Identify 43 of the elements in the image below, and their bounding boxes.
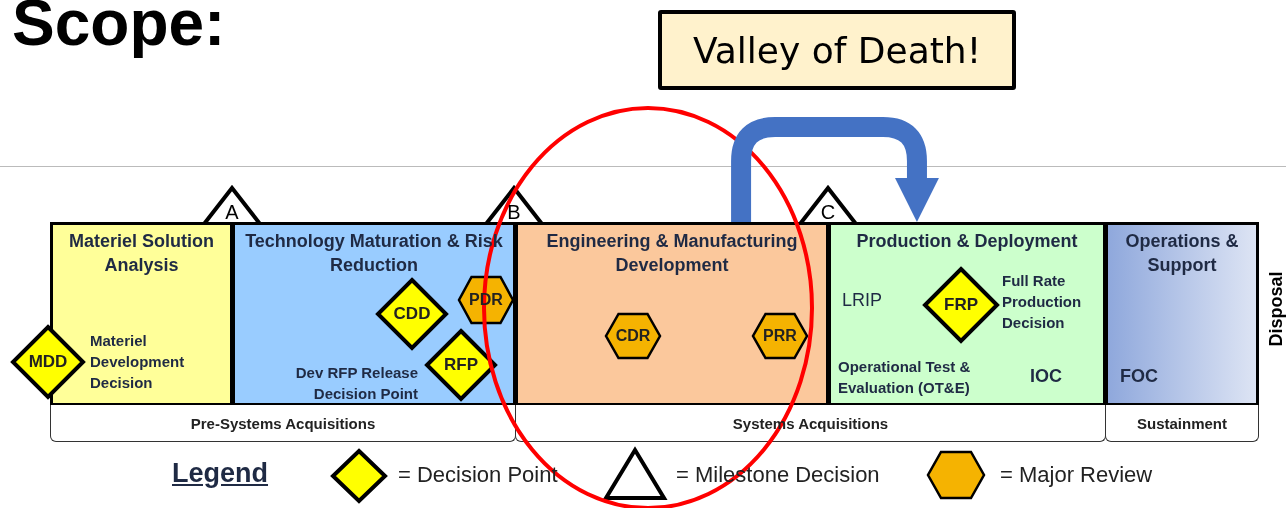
stage-label: Pre-Systems Acquisitions — [190, 414, 376, 432]
decision-label: MDD — [28, 352, 68, 372]
decision-diamond — [375, 277, 449, 351]
decision-label: FRP — [944, 295, 978, 315]
review-label: CDR — [615, 327, 651, 345]
phase-title: Materiel Solution Analysis — [68, 230, 215, 277]
title: Scope: — [12, 0, 226, 60]
stage-band — [1105, 405, 1259, 442]
milestone-text: IOC — [1030, 366, 1063, 388]
rotated-label: Disposal — [1266, 270, 1286, 349]
decision-caption: Dev RFP Release Decision Point — [294, 363, 418, 404]
review-label: PRR — [763, 327, 797, 345]
stage-band — [50, 405, 516, 442]
decision-label: RFP — [444, 355, 478, 375]
milestone-letter: B — [507, 200, 521, 224]
curved-arrow — [731, 117, 939, 222]
legend-text: = Major Review — [1000, 462, 1153, 488]
decision-diamond — [10, 324, 86, 400]
milestone-text: FOC — [1120, 366, 1159, 388]
phase-title: Engineering & Manufacturing Development — [545, 230, 799, 277]
review-hexagon — [604, 312, 662, 360]
stage-band — [515, 405, 1106, 442]
decision-caption: Full Rate Production Decision — [1002, 271, 1083, 333]
milestone-letter: C — [820, 200, 836, 224]
decision-diamond — [922, 266, 1000, 344]
decision-diamond — [424, 328, 498, 402]
phase-title: Operations & Support — [1124, 230, 1240, 277]
stage-label: Sustainment — [1137, 414, 1227, 432]
callout-box — [658, 10, 1016, 90]
legend-text: = Decision Point — [398, 462, 558, 488]
callout-text: Valley of Death! — [692, 29, 982, 71]
phase-box — [828, 222, 1106, 406]
phase-title: Production & Deployment — [855, 230, 1079, 253]
phase-box — [232, 222, 516, 406]
review-hexagon — [751, 312, 809, 360]
legend-heading: Legend — [172, 458, 269, 490]
milestone-letter: A — [225, 200, 239, 224]
milestone-text: LRIP — [842, 290, 884, 312]
milestone-text: Operational Test & Evaluation (OT&E) — [838, 357, 972, 398]
phase-box — [1105, 222, 1259, 406]
decision-caption: Materiel Development Decision — [90, 331, 186, 393]
phase-box — [515, 222, 829, 406]
decision-label: CDD — [393, 304, 431, 324]
